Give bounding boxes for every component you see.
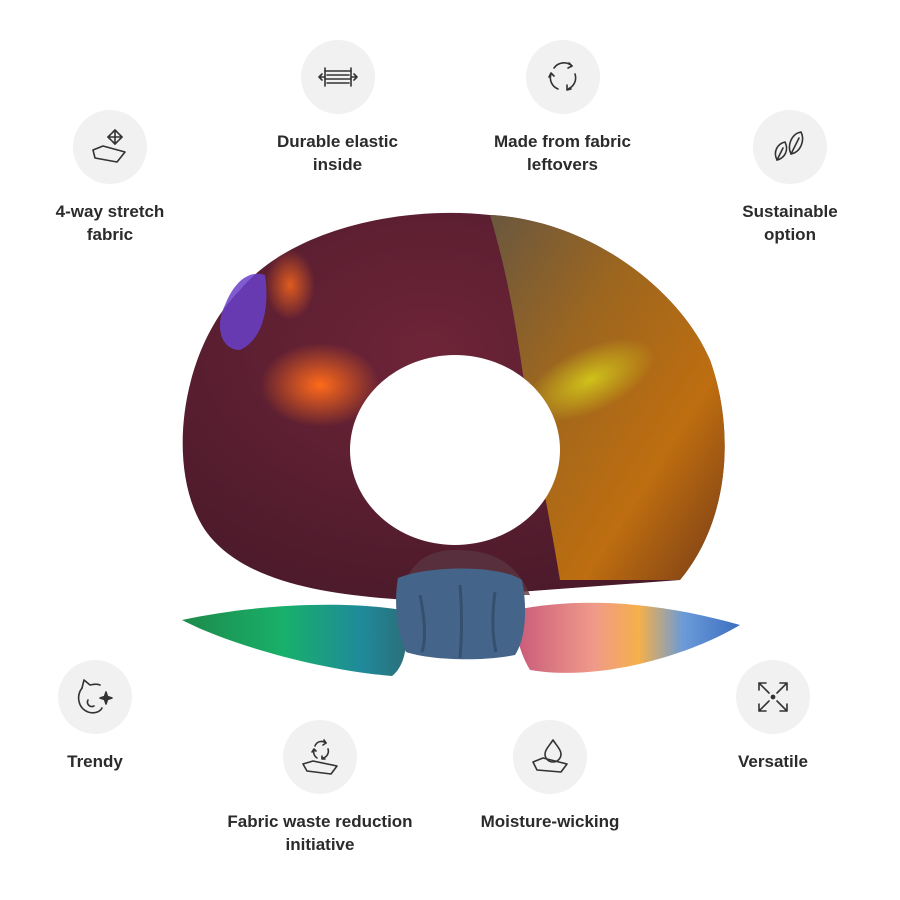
feature-elastic: Durable elastic inside: [250, 40, 425, 176]
feature-icon-circle: [300, 40, 375, 114]
feature-waste-reduction: Fabric waste reduction initiative: [205, 720, 435, 856]
feature-icon-circle: [283, 720, 357, 794]
feature-icon-circle: [753, 110, 827, 184]
feature-stretch: 4-way stretch fabric: [30, 110, 190, 246]
feature-icon-circle: [513, 720, 587, 794]
feature-versatile: Versatile: [718, 660, 828, 773]
feature-icon-circle: [73, 110, 147, 184]
feature-label: Trendy: [67, 752, 123, 771]
feature-label: Versatile: [738, 752, 808, 771]
feature-trendy: Trendy: [40, 660, 150, 773]
feature-icon-circle: [525, 40, 600, 114]
feature-label: Made from fabric leftovers: [494, 132, 631, 174]
feature-moisture-wicking: Moisture-wicking: [460, 720, 640, 833]
feature-label: Durable elastic inside: [277, 132, 398, 174]
stretch-arrows-icon: [92, 129, 126, 163]
elastic-band-icon: [317, 67, 358, 87]
scrunchie-image: [182, 212, 740, 676]
recycle-fabric-icon: [302, 739, 338, 775]
recycle-arrows-icon: [547, 62, 576, 91]
leaves-icon: [774, 131, 804, 161]
expand-arrows-icon: [758, 682, 788, 712]
feature-label: 4-way stretch fabric: [55, 202, 165, 244]
water-drop-icon: [532, 739, 568, 773]
feature-leftovers: Made from fabric leftovers: [470, 40, 655, 176]
feature-icon-circle: [58, 660, 132, 734]
feature-icon-circle: [736, 660, 810, 734]
cat-sparkle-icon: [77, 679, 113, 714]
feature-label: Moisture-wicking: [480, 812, 620, 831]
feature-sustainable: Sustainable option: [715, 110, 865, 246]
feature-label: Sustainable option: [742, 202, 838, 244]
feature-label: Fabric waste reduction initiative: [227, 812, 413, 854]
